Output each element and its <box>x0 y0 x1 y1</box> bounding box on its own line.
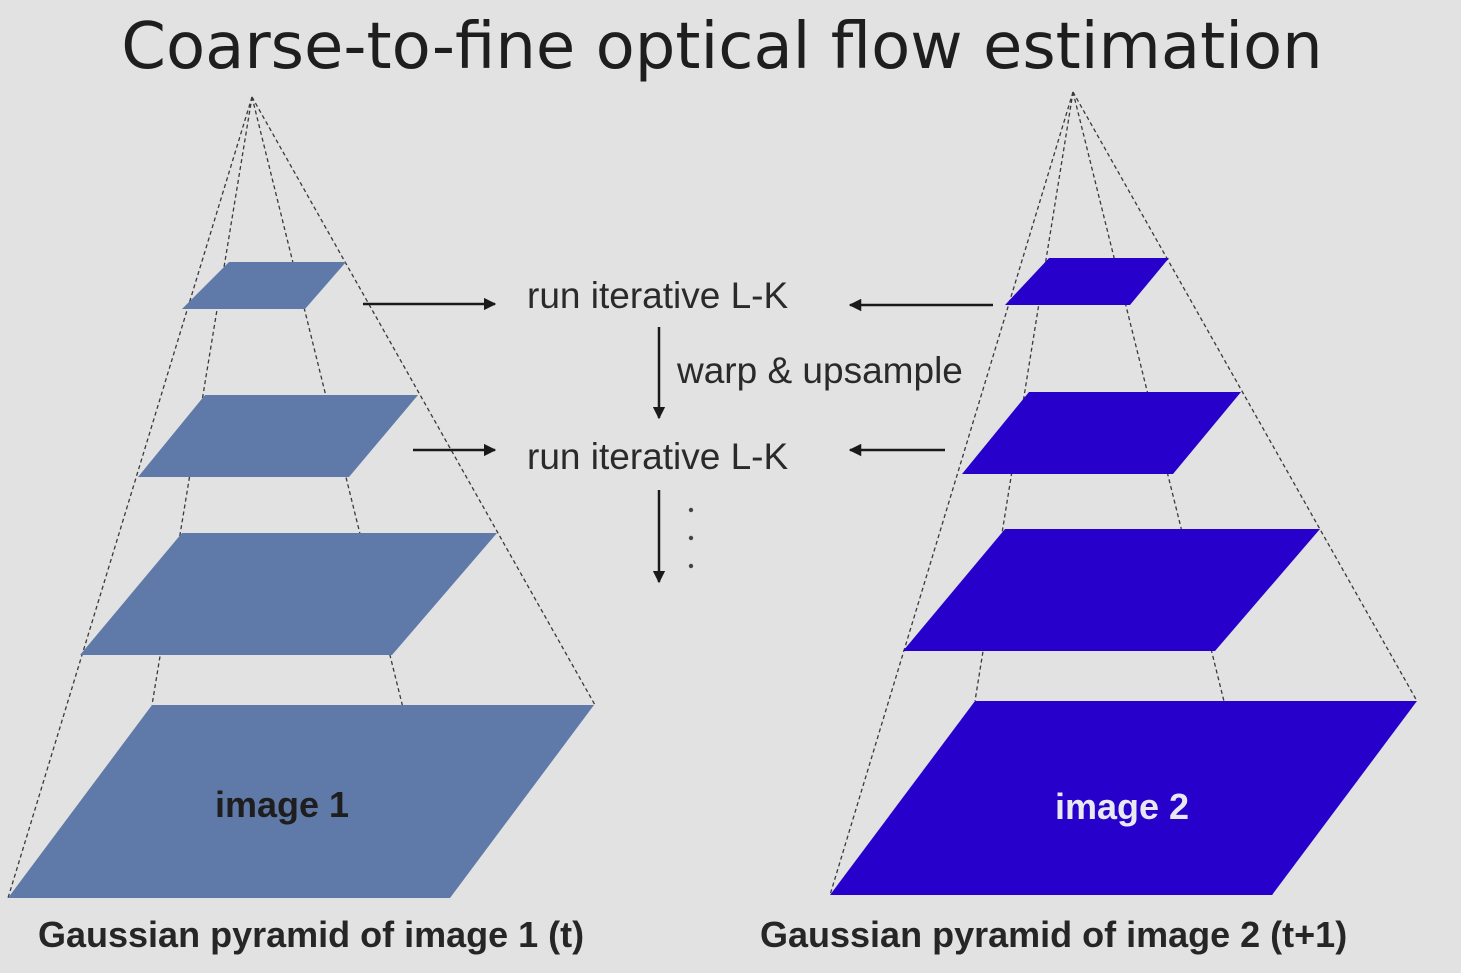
pyramid-1-level-3 <box>138 395 418 477</box>
vertical-ellipsis <box>688 507 694 569</box>
caption-pyramid-1: Gaussian pyramid of image 1 (t) <box>38 914 584 955</box>
pyramid-2: image 2 <box>830 258 1417 895</box>
pyramid-1-level-2 <box>80 533 497 655</box>
step-lk-2: run iterative L-K <box>527 436 788 477</box>
image-1-label: image 1 <box>215 784 349 825</box>
pyramid-2-level-3 <box>962 392 1241 474</box>
step-warp-upsample: warp & upsample <box>676 350 963 391</box>
image-2-label: image 2 <box>1055 786 1189 827</box>
slide-title: Coarse-to-fine optical flow estimation <box>121 10 1322 84</box>
pyramid-1-level-4 <box>182 262 346 309</box>
pyramid-2-level-4 <box>1005 258 1169 305</box>
pyramid-2-level-2 <box>903 529 1320 651</box>
pyramid-1: image 1 <box>8 262 594 898</box>
pyramid-2-level-1 <box>830 701 1417 895</box>
pyramid-1-level-1 <box>8 705 594 898</box>
step-lk-1: run iterative L-K <box>527 275 788 316</box>
caption-pyramid-2: Gaussian pyramid of image 2 (t+1) <box>760 914 1347 955</box>
